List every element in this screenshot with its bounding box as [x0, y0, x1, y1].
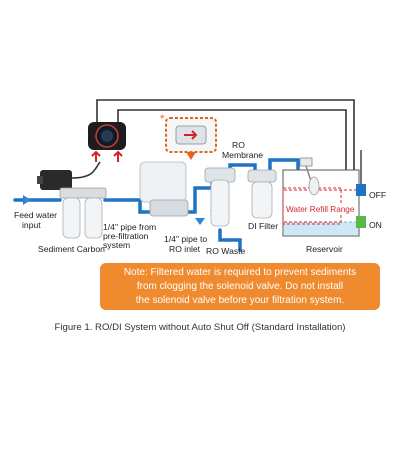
power-adapter — [37, 161, 101, 190]
di-filter-label: DI Filter — [248, 221, 279, 231]
controller — [88, 122, 126, 162]
pipe-prefiltration-line3: system — [103, 240, 131, 250]
sediment-carbon-label: Sediment Carbon — [38, 244, 105, 254]
figure-caption: Figure 1. RO/DI System without Auto Shut… — [54, 322, 346, 333]
switch-off-label: OFF — [369, 190, 387, 200]
zoom-asterisk: * — [160, 113, 165, 125]
ro-membrane-label-line1: RO — [232, 140, 245, 150]
note-line-1: Note: Filtered water is required to prev… — [123, 267, 357, 278]
installation-note: Note: Filtered water is required to prev… — [100, 263, 380, 310]
di-filter — [247, 169, 277, 219]
note-line-3: the solenoid valve before your filtratio… — [135, 295, 345, 306]
float-switches — [356, 150, 366, 228]
ro-membrane-label-line2: Membrane — [222, 150, 264, 160]
pipe-ro-inlet-line2: RO inlet — [169, 244, 201, 254]
water-refill-range-label: Water Refill Range — [285, 205, 356, 214]
sediment-carbon-filters — [59, 187, 107, 239]
feed-water-label-line2: input — [22, 220, 41, 230]
reservoir-label: Reservoir — [306, 244, 343, 254]
feed-water-label-line1: Feed water — [14, 210, 57, 220]
reservoir-tank — [282, 157, 360, 237]
pipe-prefiltration-line1: 1/4" pipe from — [103, 222, 157, 232]
pipe-ro-inlet-line1: 1/4" pipe to — [164, 234, 208, 244]
pipe-prefiltration-line2: pre-filtration — [103, 231, 149, 241]
solenoid-valve — [139, 161, 189, 217]
ro-waste-label: RO Waste — [206, 246, 246, 256]
switch-on-label: ON — [369, 220, 382, 230]
note-line-2: from clogging the solenoid valve. Do not… — [136, 281, 344, 292]
valve-zoom — [165, 117, 217, 160]
ro-membrane — [204, 167, 236, 227]
